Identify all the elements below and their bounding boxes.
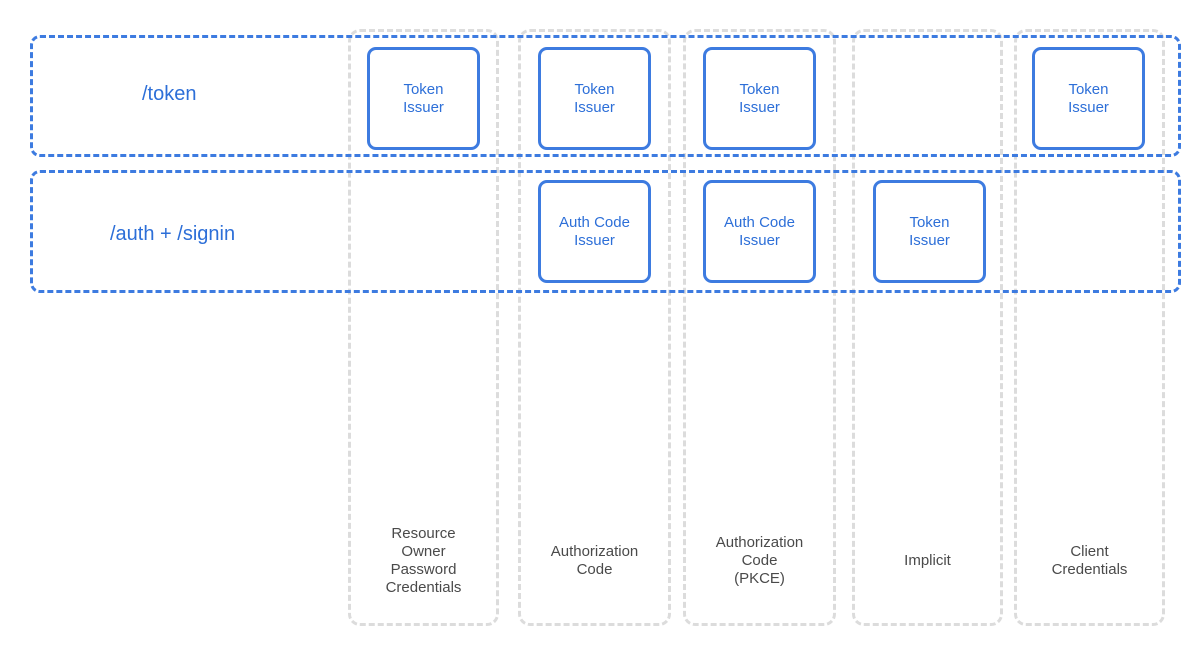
issuer-label: Token Issuer xyxy=(1068,80,1109,116)
row-label: /auth + /signin xyxy=(110,223,236,245)
column-resource-owner-password-credentials: Resource Owner Password Credentials xyxy=(348,29,499,626)
issuer-label: Auth Code Issuer xyxy=(559,213,630,249)
issuer-label: Token Issuer xyxy=(909,213,950,249)
token-issuer-box: Token Issuer xyxy=(703,47,816,150)
column-authorization-code: Authorization Code xyxy=(518,29,671,626)
issuer-label: Token Issuer xyxy=(574,80,615,116)
column-implicit: Implicit xyxy=(852,29,1003,626)
token-issuer-box: Token Issuer xyxy=(538,47,651,150)
column-label: Implicit xyxy=(904,552,951,569)
row-label: /token xyxy=(142,83,197,105)
auth-code-issuer-box: Auth Code Issuer xyxy=(703,180,816,283)
column-label: Authorization Code (PKCE) xyxy=(715,534,804,587)
token-issuer-box: Token Issuer xyxy=(1032,47,1145,150)
row-token-endpoint: /token xyxy=(30,35,1181,157)
column-label: Resource Owner Password Credentials xyxy=(385,525,462,596)
token-issuer-box: Token Issuer xyxy=(873,180,986,283)
issuer-label: Token Issuer xyxy=(739,80,780,116)
row-auth-signin-endpoint: /auth + /signin xyxy=(30,170,1181,293)
issuer-label: Token Issuer xyxy=(403,80,444,116)
column-client-credentials: Client Credentials xyxy=(1014,29,1165,626)
column-authorization-code-pkce: Authorization Code (PKCE) xyxy=(683,29,836,626)
token-issuer-box: Token Issuer xyxy=(367,47,480,150)
column-label: Client Credentials xyxy=(1051,543,1128,578)
issuer-label: Auth Code Issuer xyxy=(724,213,795,249)
auth-code-issuer-box: Auth Code Issuer xyxy=(538,180,651,283)
column-label: Authorization Code xyxy=(550,543,639,578)
